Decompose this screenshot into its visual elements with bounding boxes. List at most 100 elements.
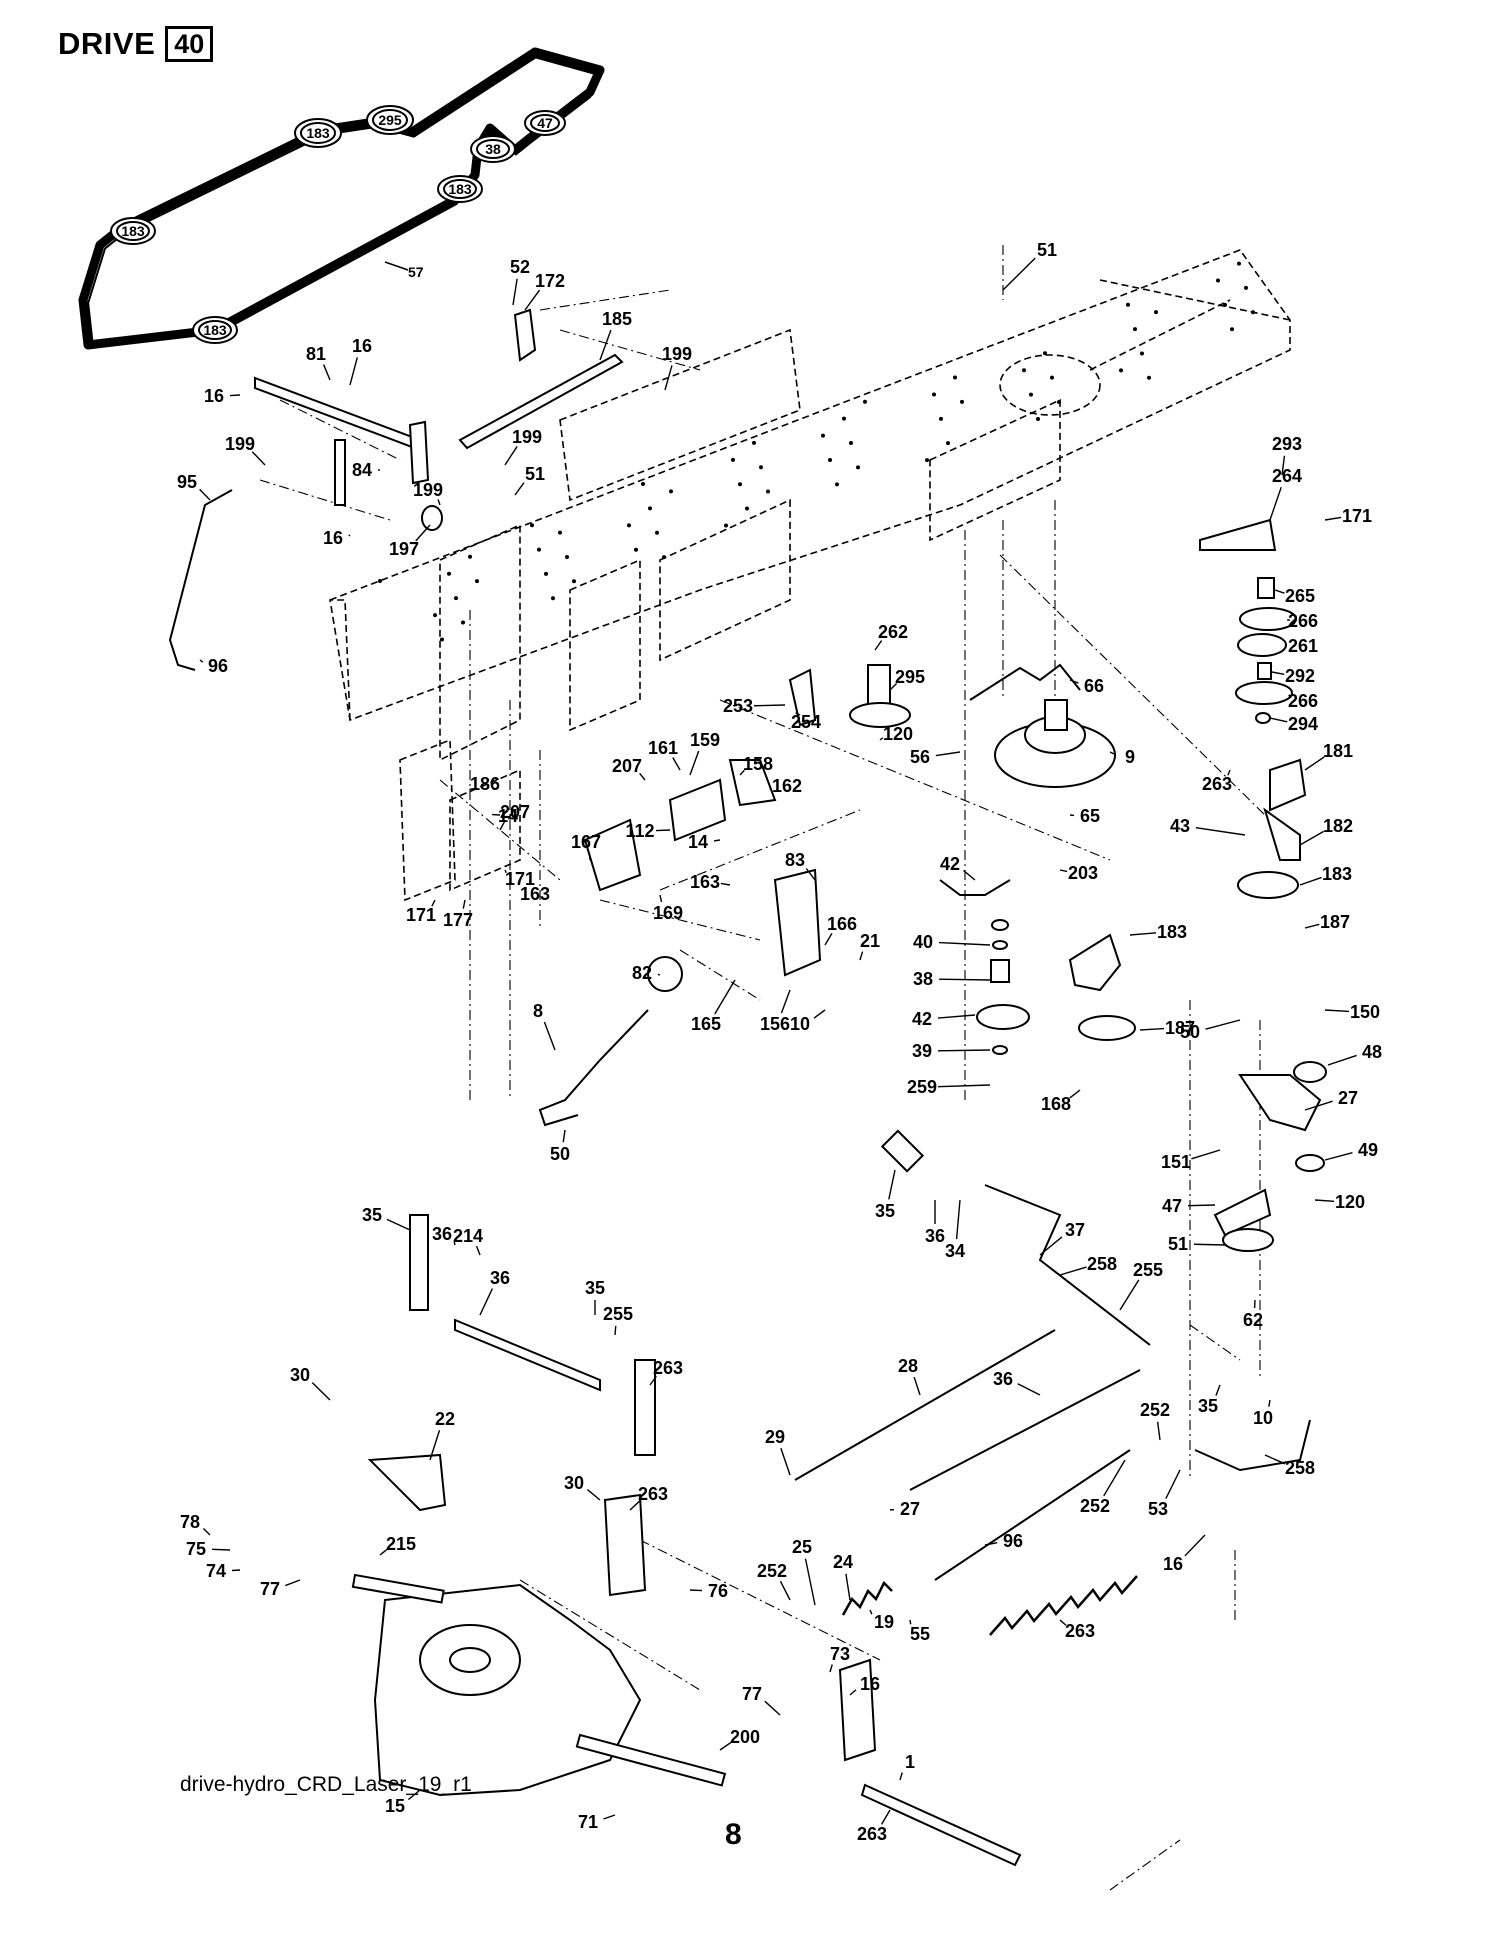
callout-label: 47	[1162, 1196, 1182, 1216]
leader-line	[386, 1218, 411, 1231]
pulley-183-lower	[1078, 1015, 1136, 1041]
callout-label: 171	[505, 869, 535, 889]
leader-line	[1156, 1421, 1161, 1441]
plate-158	[728, 759, 777, 807]
bracket-84	[408, 420, 430, 485]
washer-42b	[992, 940, 1008, 950]
frame-hole	[1140, 351, 1144, 356]
frame-hole	[1251, 310, 1255, 315]
callout-label: 96	[208, 656, 228, 676]
leader-line	[629, 1500, 641, 1511]
leader-line	[1059, 869, 1068, 873]
leader-line	[202, 1528, 211, 1536]
leader-line	[379, 1549, 388, 1556]
leader-line	[849, 1689, 857, 1696]
leader-line	[1191, 1149, 1221, 1160]
callout-label: 76	[708, 1581, 728, 1601]
callout-label: 263	[1065, 1621, 1095, 1641]
leader-line	[1059, 1619, 1067, 1626]
frame-hole	[821, 433, 825, 438]
leader-line	[824, 932, 833, 946]
rod-215	[934, 1449, 1131, 1581]
callout-label: 199	[225, 434, 255, 454]
callout-label: 258	[1087, 1254, 1117, 1274]
frame-hole	[960, 399, 964, 404]
leader-line	[963, 869, 976, 881]
bracket-71	[860, 1783, 1022, 1867]
leader-line	[199, 488, 211, 501]
callout-label: 177	[443, 910, 473, 930]
pulley-295	[849, 702, 911, 728]
callout-label: 255	[603, 1304, 633, 1324]
callout-label: 14	[498, 806, 518, 826]
callout-label: 263	[857, 1824, 887, 1844]
callout-label: 49	[1358, 1140, 1378, 1160]
frame-hole	[1036, 416, 1040, 421]
leader-line	[739, 769, 745, 776]
bracket-177	[939, 879, 1011, 896]
spring-55	[989, 1575, 1138, 1636]
callout-label: 35	[362, 1205, 382, 1225]
pulley-label: 183	[306, 125, 330, 141]
callout-label: 35	[1198, 1396, 1218, 1416]
leader-line	[1119, 1279, 1140, 1311]
nut-294	[1255, 712, 1271, 724]
frame-hole	[634, 547, 638, 552]
spacer-265	[1257, 577, 1275, 599]
leader-line	[229, 394, 241, 397]
callout-label: 27	[900, 1499, 920, 1519]
callout-label: 199	[512, 427, 542, 447]
leader-line	[588, 853, 591, 861]
frame-hole	[461, 620, 465, 625]
callout-label: 266	[1288, 611, 1318, 631]
callout-label: 74	[206, 1561, 226, 1581]
leader-line	[524, 289, 541, 311]
callout-label: 185	[602, 309, 632, 329]
leader-line	[869, 1609, 873, 1615]
callout-label: 165	[691, 1014, 721, 1034]
frame-hole	[1119, 368, 1123, 373]
belt-label: 57	[408, 264, 424, 280]
callout-label: 1	[905, 1752, 915, 1772]
bracket-172	[513, 308, 537, 362]
leader-line	[1304, 1100, 1333, 1111]
leader-line	[1314, 1199, 1335, 1203]
callout-label: 163	[690, 872, 720, 892]
callout-label: 16	[204, 386, 224, 406]
callout-label: 36	[490, 1268, 510, 1288]
pulley-295	[366, 105, 414, 135]
rod-28	[909, 1369, 1141, 1491]
callout-label: 183	[1157, 922, 1187, 942]
callout-label: 120	[1335, 1192, 1365, 1212]
leader-line	[639, 772, 646, 781]
leader-line	[475, 1245, 481, 1256]
pedal-8	[538, 1009, 649, 1127]
leader-line	[431, 899, 436, 907]
pulley-261	[1237, 633, 1287, 657]
frame-hole	[759, 465, 763, 470]
tractor-frame	[329, 249, 1291, 902]
callout-label: 37	[1065, 1220, 1085, 1240]
leader-line	[859, 951, 864, 961]
leader-line	[231, 1569, 241, 1572]
leader-line	[322, 364, 331, 381]
leader-line	[1269, 486, 1282, 521]
callout-label: 35	[875, 1201, 895, 1221]
leader-line	[909, 1619, 912, 1625]
callout-label: 187	[1320, 912, 1350, 932]
leader-line	[780, 1447, 791, 1476]
leader-line	[719, 1741, 732, 1751]
frame-hole	[1237, 261, 1241, 266]
callout-label: 255	[1133, 1260, 1163, 1280]
frame-hole	[1029, 392, 1033, 397]
leader-line	[512, 278, 518, 306]
callout-label: 265	[1285, 586, 1315, 606]
spindle-295	[867, 664, 891, 706]
callout-label: 156	[760, 1014, 790, 1034]
callout-label: 14	[688, 832, 708, 852]
callout-label: 29	[765, 1427, 785, 1447]
frame-hole	[558, 530, 562, 535]
frame-hole	[1244, 285, 1248, 290]
